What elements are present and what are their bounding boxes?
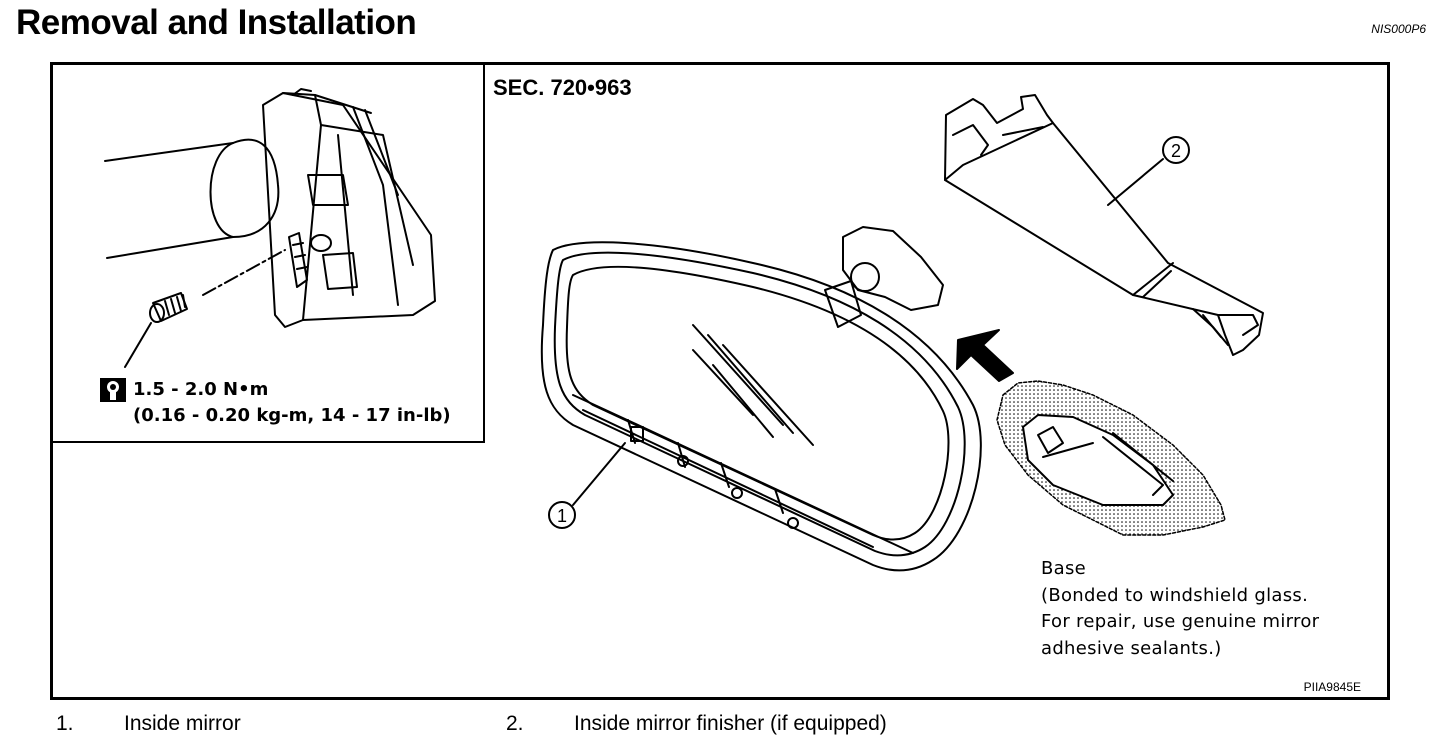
- direction-arrow: [956, 329, 1014, 382]
- figure-id: PIIA9845E: [1303, 680, 1361, 694]
- base-note-line-3: adhesive sealants.): [1041, 637, 1222, 659]
- torque-inset-panel: 1.5 - 2.0 N•m (0.16 - 0.20 kg-m, 14 - 17…: [53, 65, 485, 443]
- figure-frame: 1.5 - 2.0 N•m (0.16 - 0.20 kg-m, 14 - 17…: [50, 62, 1390, 700]
- base-note-line-1: (Bonded to windshield glass.: [1041, 584, 1309, 606]
- inset-bracket-drawing: [104, 88, 436, 368]
- torque-spec: 1.5 - 2.0 N•m (0.16 - 0.20 kg-m, 14 - 17…: [99, 377, 451, 429]
- legend-label: Inside mirror: [124, 712, 241, 735]
- base-label: Base: [1041, 558, 1087, 579]
- mirror-illustration: [104, 88, 1264, 572]
- page-title: Removal and Installation: [16, 3, 417, 42]
- mirror-finisher-drawing: [944, 94, 1264, 356]
- base-note: Base (Bonded to windshield glass. For re…: [1041, 556, 1319, 662]
- mirror-base-drawing: [996, 380, 1226, 536]
- inside-mirror-drawing: [540, 226, 982, 572]
- legend-label: Inside mirror finisher (if equipped): [574, 712, 887, 735]
- legend-item-2: 2. Inside mirror finisher (if equipped): [506, 712, 887, 736]
- base-note-line-2: For repair, use genuine mirror: [1041, 611, 1320, 632]
- section-number: SEC. 720•963: [493, 75, 632, 100]
- document-id: NIS000P6: [1371, 22, 1426, 36]
- legend-number: 2.: [506, 712, 524, 735]
- torque-value-alt: (0.16 - 0.20 kg-m, 14 - 17 in-lb): [133, 405, 451, 426]
- legend-item-1: 1. Inside mirror: [56, 712, 241, 736]
- torque-value-metric: 1.5 - 2.0 N•m: [133, 379, 269, 400]
- legend-number: 1.: [56, 712, 74, 735]
- torque-wrench-icon: [100, 378, 126, 402]
